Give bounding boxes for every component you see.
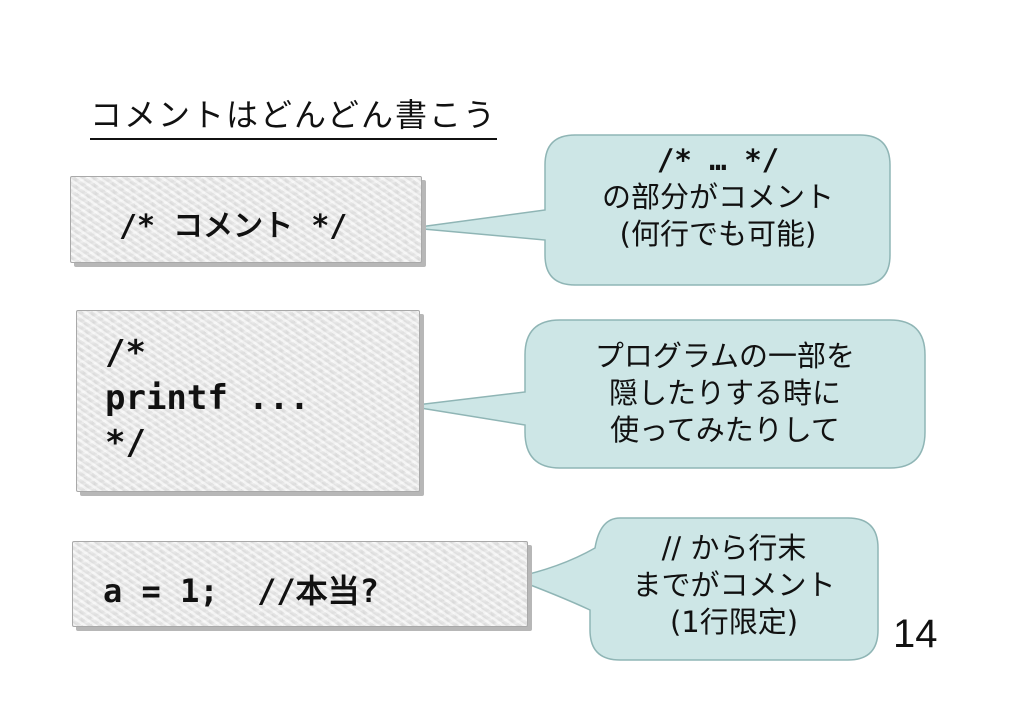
code-box-2: /* printf ... */ xyxy=(76,310,420,492)
speech-bubble-1 xyxy=(411,134,891,286)
bubble-line: (1行限定) xyxy=(669,605,799,639)
code-line: */ xyxy=(105,423,146,463)
slide-title: コメントはどんどん書こう xyxy=(90,90,498,140)
speech-bubble-2 xyxy=(407,319,926,469)
code-line: a = 1; //本当? xyxy=(103,572,379,610)
code-line: /* コメント */ xyxy=(119,209,348,244)
bubble-text-1: /* … */ の部分がコメント (何行でも可能) xyxy=(548,142,888,253)
bubble-line: 隠したりする時に xyxy=(608,376,841,410)
bubble-text-3: // から行末 までがコメント (1行限定) xyxy=(593,530,875,641)
bubble-line: (何行でも可能) xyxy=(619,217,817,251)
page-number: 14 xyxy=(893,612,938,656)
code-box-1: /* コメント */ xyxy=(70,176,422,263)
bubble-line: // から行末 xyxy=(661,531,807,565)
bubble-line: までがコメント xyxy=(632,568,836,602)
bubble-text-2: プログラムの一部を 隠したりする時に 使ってみたりして xyxy=(528,338,922,449)
code-line: printf ... xyxy=(105,378,310,418)
bubble-line: /* … */ xyxy=(656,143,780,177)
bubble-line: 使ってみたりして xyxy=(610,413,840,447)
speech-bubble-3 xyxy=(509,517,879,661)
code-box-3: a = 1; //本当? xyxy=(72,541,528,627)
bubble-line: の部分がコメント xyxy=(601,180,834,214)
bubble-line: プログラムの一部を xyxy=(594,339,856,373)
code-line: /* xyxy=(105,333,146,373)
